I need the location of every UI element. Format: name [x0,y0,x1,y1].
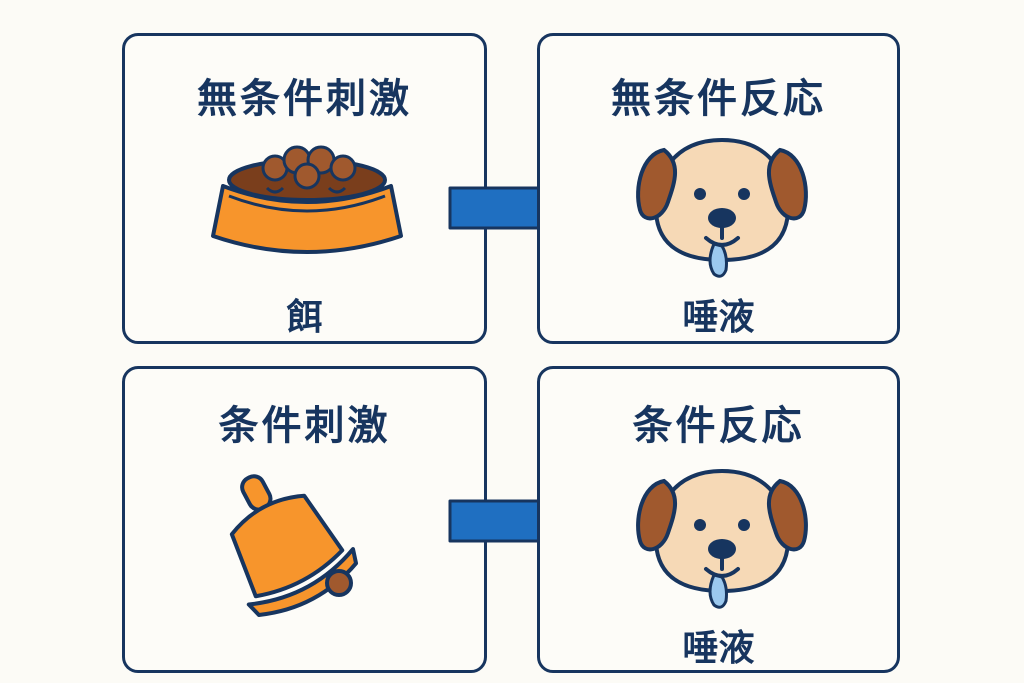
unconditioned-stimulus-title: 無条件刺激 [197,76,412,122]
conditioned-response-label: 唾液 [682,628,755,669]
conditioned-response-title: 条件反応 [632,403,805,449]
unconditioned-response-label: 唾液 [682,297,755,338]
conditioned-response-box: 条件反応 唾液 [537,366,900,673]
bell-icon [229,474,359,617]
drooling-dog-icon [636,137,808,278]
conditioned-stimulus-box: 条件刺激 [122,366,487,673]
food-bowl-icon [211,145,403,254]
unconditioned-stimulus-label: 餌 [286,297,323,338]
unconditioned-stimulus-box: 無条件刺激 餌 [122,33,487,344]
unconditioned-response-box: 無条件反応 唾液 [537,33,900,344]
conditioned-stimulus-title: 条件刺激 [218,403,391,449]
drooling-dog-icon [636,468,808,609]
unconditioned-response-title: 無条件反応 [611,76,826,122]
